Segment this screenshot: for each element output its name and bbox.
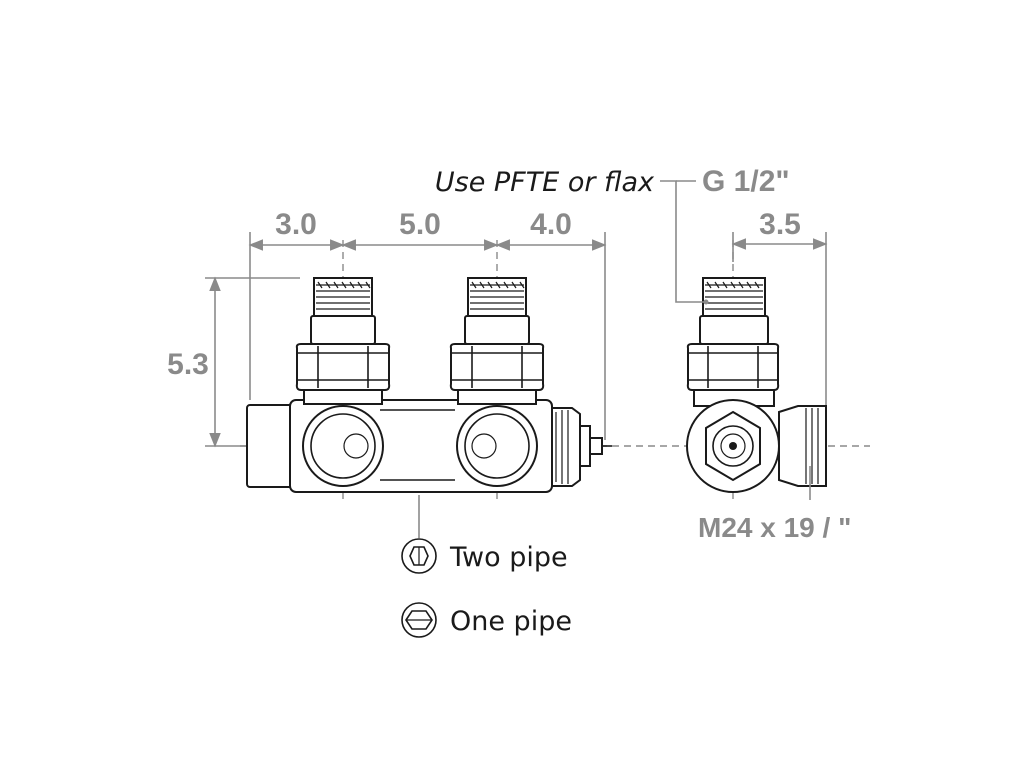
valve-front-view (246, 277, 612, 493)
two-pipe-icon (401, 538, 437, 574)
dim-5-3: 5.3 (167, 348, 209, 381)
thread-side-label: M24 x 19 / " (698, 512, 851, 543)
outlet-right (449, 277, 545, 487)
one-pipe-icon (401, 602, 437, 638)
legend-two-pipe: Two pipe (449, 542, 568, 573)
front-dimension-lines (205, 232, 607, 448)
dim-4-0: 4.0 (530, 208, 572, 241)
sealing-note: Use PFTE or flax (435, 167, 655, 198)
legend-one-pipe: One pipe (450, 606, 572, 637)
thread-leader-line (660, 180, 706, 303)
dim-5-0: 5.0 (399, 208, 441, 241)
dim-3-5: 3.5 (759, 208, 801, 241)
dim-3-0: 3.0 (275, 208, 317, 241)
thread-top-label: G 1/2" (702, 165, 790, 198)
valve-end-cap (551, 407, 612, 487)
valve-side-view (686, 232, 828, 500)
outlet-left (295, 277, 391, 487)
legend: Two pipe One pipe (401, 538, 572, 638)
